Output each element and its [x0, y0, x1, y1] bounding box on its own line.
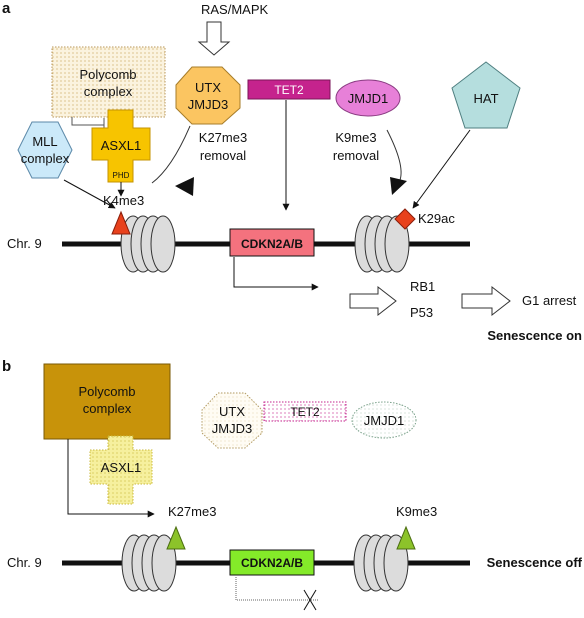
senescence-on-label: Senescence on	[487, 328, 582, 343]
polycomb-b-line2: complex	[83, 401, 132, 416]
polycomb-asxl1-link	[71, 117, 104, 126]
utx-a-line1: UTX	[195, 80, 221, 95]
nucleosome-b-left	[121, 534, 177, 592]
transcription-arrow-a	[233, 257, 319, 291]
cdkn2ab-b	[229, 549, 315, 576]
k27-removal-line1: K27me3	[199, 130, 247, 145]
hollow-arrow-g1	[461, 285, 511, 317]
k9me3-mark	[396, 525, 416, 550]
tet2-b-label: TET2	[290, 405, 320, 419]
k9-removal-line2: removal	[333, 148, 379, 163]
jmjd1-arrowhead	[390, 177, 407, 195]
k29ac-mark	[394, 208, 416, 230]
g1-arrest-label: G1 arrest	[522, 293, 577, 308]
k9me3-b-label: K9me3	[396, 504, 437, 519]
polycomb-a-line2: complex	[84, 84, 133, 99]
jmjd1-b	[351, 401, 417, 439]
polycomb-k27-arrow	[67, 439, 155, 518]
jmjd1-a	[335, 79, 401, 117]
chr9-a-label: Chr. 9	[7, 236, 42, 251]
mll-line1: MLL	[32, 134, 57, 149]
hollow-arrow-rb1	[349, 285, 397, 317]
tet2-a-label: TET2	[274, 83, 304, 97]
hat-label: HAT	[473, 91, 498, 106]
utx-jmjd3-b	[201, 392, 263, 449]
k27-removal-line2: removal	[200, 148, 246, 163]
asxl1-a-label: ASXL1	[101, 138, 141, 153]
nucleosome-a-right	[354, 215, 410, 273]
k29ac-label: K29ac	[418, 211, 455, 226]
cdkn2ab-a	[229, 228, 315, 257]
jmjd1-a-label: JMJD1	[348, 91, 388, 106]
utx-curve-arrow	[151, 125, 191, 184]
nucleosome-a-left	[120, 215, 176, 273]
tet2-b	[263, 401, 347, 422]
mll-complex	[17, 121, 73, 179]
k27me3-b-label: K27me3	[168, 504, 216, 519]
panel-a-label: a	[2, 0, 11, 17]
cdkn2ab-a-label: CDKN2A/B	[241, 237, 303, 251]
hat-k29-arrow	[412, 129, 471, 209]
rb1-label: RB1	[410, 279, 435, 294]
hat-pentagon	[451, 61, 521, 129]
chr9-b-label: Chr. 9	[7, 555, 42, 570]
k4me3-label: K4me3	[103, 193, 144, 208]
jmjd1-curve-arrow	[386, 129, 402, 181]
asxl1-b	[89, 435, 153, 505]
jmjd1-b-label: JMJD1	[364, 413, 404, 428]
k9-removal-line1: K9me3	[335, 130, 376, 145]
polycomb-complex-a	[51, 46, 166, 118]
senescence-off-label: Senescence off	[487, 555, 583, 570]
polycomb-a-line1: Polycomb	[79, 67, 136, 82]
asxl1-b-label: ASXL1	[101, 460, 141, 475]
utx-b-line2: JMJD3	[212, 421, 252, 436]
ras-mapk-arrow	[197, 21, 231, 56]
nucleosome-b-right	[353, 534, 409, 592]
tet2-a	[247, 79, 331, 100]
utx-a-line2: JMJD3	[188, 97, 228, 112]
block-mark-2	[303, 589, 317, 611]
mll-line2: complex	[21, 151, 70, 166]
cdkn2ab-b-label: CDKN2A/B	[241, 556, 303, 570]
phd-label: PHD	[113, 171, 130, 180]
polycomb-b-line1: Polycomb	[78, 384, 135, 399]
utx-jmjd3-a	[175, 66, 241, 125]
p53-label: P53	[410, 305, 433, 320]
k27me3-mark	[166, 525, 186, 550]
utx-arrowhead	[175, 177, 194, 196]
panel-b-label: b	[2, 358, 11, 375]
k4me3-mark	[111, 210, 131, 235]
mll-k4-arrow	[63, 179, 116, 209]
polycomb-complex-b	[43, 363, 171, 440]
ras-mapk-label: RAS/MAPK	[201, 2, 269, 17]
utx-b-line1: UTX	[219, 404, 245, 419]
asxl1-a	[91, 109, 151, 183]
blocked-transcription-arrow	[235, 577, 318, 601]
